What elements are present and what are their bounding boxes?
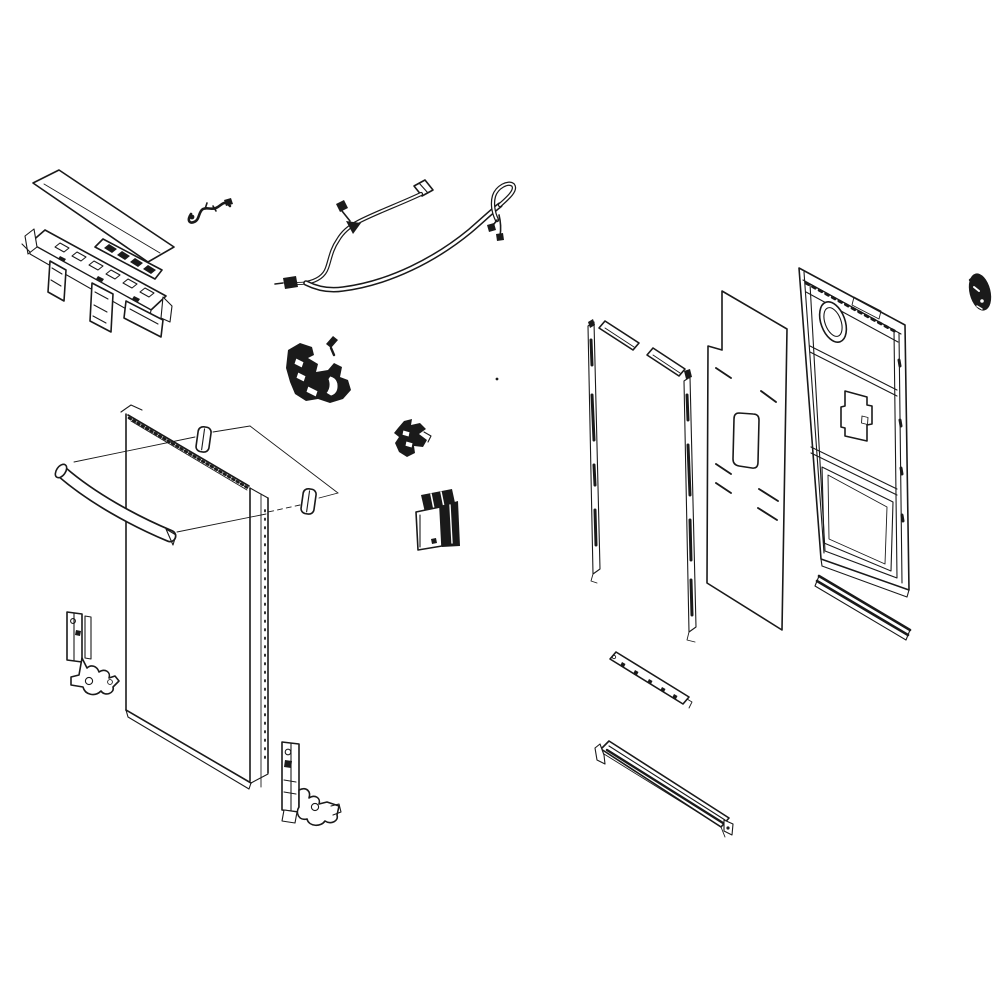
bottom-seal xyxy=(594,740,734,838)
handle-clip-a xyxy=(195,425,212,453)
leader-lines xyxy=(73,425,339,533)
button-strip xyxy=(94,238,163,280)
hinge-right xyxy=(281,741,342,827)
bracket-strip xyxy=(609,651,693,709)
latch-keeper xyxy=(394,419,432,457)
handle-clip-b xyxy=(300,487,317,515)
inner-door-liner xyxy=(798,267,910,598)
spacer-strip-a xyxy=(598,320,640,351)
trim-strip xyxy=(32,169,175,263)
door-latch xyxy=(286,343,351,403)
hinge-left xyxy=(66,611,120,696)
door-handle xyxy=(54,463,177,546)
dust-speck xyxy=(495,377,499,381)
wire-clip xyxy=(187,198,233,224)
switch-box xyxy=(415,489,460,551)
side-strip-right xyxy=(683,369,697,643)
vent-cap xyxy=(968,273,992,311)
seal-strip xyxy=(814,574,912,641)
spacer-strip-b xyxy=(646,347,686,377)
wire-harness xyxy=(274,179,517,381)
side-strip-left xyxy=(587,319,601,584)
outer-door-panel xyxy=(120,404,269,790)
control-panel xyxy=(21,228,173,338)
latch-screw xyxy=(326,336,338,357)
insulation-sheet xyxy=(706,290,788,631)
